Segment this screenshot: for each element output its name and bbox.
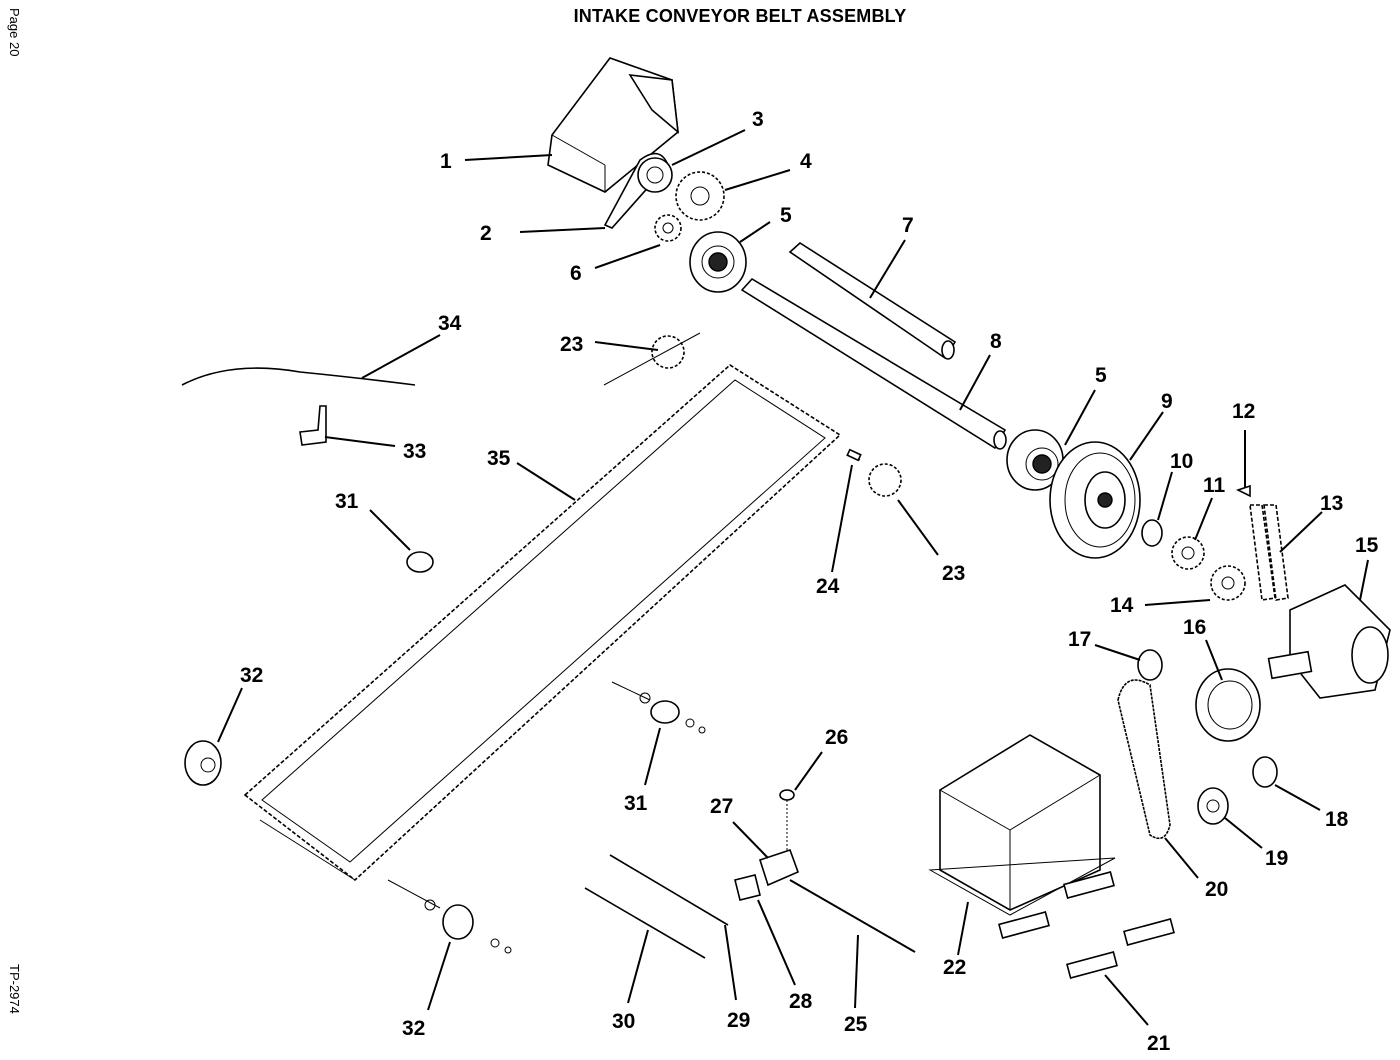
part-7-shaft bbox=[788, 241, 957, 360]
callout-28: 28 bbox=[789, 990, 813, 1013]
callout-13: 13 bbox=[1320, 492, 1343, 515]
callout-10: 10 bbox=[1170, 450, 1193, 473]
part-26-bolt bbox=[779, 789, 795, 850]
callout-26: 26 bbox=[825, 726, 848, 749]
part-21-mounting-block bbox=[998, 871, 1175, 979]
callout-23-upper: 23 bbox=[560, 333, 583, 356]
part-24-key bbox=[846, 448, 862, 462]
callout-4: 4 bbox=[800, 150, 812, 173]
part-17-bushing bbox=[1137, 649, 1163, 681]
part-11-sprocket bbox=[1171, 536, 1205, 570]
part-14-sprocket bbox=[1210, 565, 1246, 601]
part-25-rod bbox=[789, 879, 916, 953]
callout-27: 27 bbox=[710, 795, 733, 818]
part-28-block bbox=[734, 874, 761, 901]
part-29-tension-rod bbox=[609, 854, 729, 926]
part-18-bushing bbox=[1252, 756, 1278, 788]
part-5-bearing-upper bbox=[689, 231, 747, 293]
part-9-pulley bbox=[1049, 441, 1141, 559]
part-34-belt-wire bbox=[181, 367, 416, 386]
part-15-gearbox bbox=[1267, 584, 1391, 699]
page-title: INTAKE CONVEYOR BELT ASSEMBLY bbox=[573, 6, 907, 26]
part-19-small-pulley bbox=[1197, 787, 1229, 825]
part-31-idler-lower bbox=[611, 681, 706, 734]
part-10-bushing bbox=[1141, 519, 1163, 547]
part-30-tension-rod bbox=[584, 887, 706, 959]
callout-19: 19 bbox=[1265, 847, 1288, 870]
callout-29: 29 bbox=[727, 1009, 750, 1032]
callout-22: 22 bbox=[943, 956, 966, 979]
callout-7: 7 bbox=[902, 214, 914, 237]
callout-14: 14 bbox=[1110, 594, 1134, 617]
callout-25: 25 bbox=[844, 1013, 868, 1036]
part-32-idler-lower bbox=[387, 879, 512, 954]
callout-17: 17 bbox=[1068, 628, 1091, 651]
callout-15: 15 bbox=[1355, 534, 1379, 557]
part-20-timing-belt bbox=[1117, 679, 1171, 840]
callout-24: 24 bbox=[816, 575, 840, 598]
callout-1: 1 bbox=[440, 150, 452, 173]
part-35-conveyor-belt bbox=[243, 364, 842, 882]
part-13-roller-chain bbox=[1249, 504, 1289, 601]
part-33-bracket bbox=[299, 405, 327, 446]
callout-8: 8 bbox=[990, 330, 1002, 353]
callout-3: 3 bbox=[752, 108, 764, 131]
callout-31-upper: 31 bbox=[335, 490, 359, 513]
part-31-idler-upper bbox=[406, 551, 434, 573]
callout-23-lower: 23 bbox=[942, 562, 965, 585]
part-22-motor-box bbox=[928, 734, 1116, 916]
part-32-idler-left bbox=[184, 740, 222, 786]
part-4-sprocket bbox=[675, 171, 725, 221]
part-3-sprocket bbox=[637, 157, 673, 193]
callout-18: 18 bbox=[1325, 808, 1349, 831]
callout-35: 35 bbox=[487, 447, 511, 470]
callout-32-upper: 32 bbox=[240, 664, 263, 687]
part-6-sprocket bbox=[654, 214, 682, 242]
part-8-shaft bbox=[740, 277, 1007, 450]
part-27-clamp bbox=[758, 848, 800, 887]
callout-33: 33 bbox=[403, 440, 426, 463]
part-5-bearing-lower bbox=[1006, 429, 1064, 491]
callout-9: 9 bbox=[1161, 390, 1173, 413]
callout-11: 11 bbox=[1203, 474, 1226, 497]
callout-6: 6 bbox=[570, 262, 582, 285]
part-23-sprocket-lower bbox=[849, 454, 902, 497]
callout-34: 34 bbox=[438, 312, 462, 335]
callout-5-lower: 5 bbox=[1095, 364, 1107, 387]
leader-lines bbox=[217, 129, 1369, 1026]
callout-31-lower: 31 bbox=[624, 792, 648, 815]
callout-16: 16 bbox=[1183, 616, 1206, 639]
callout-21: 21 bbox=[1147, 1032, 1171, 1055]
callout-12: 12 bbox=[1232, 400, 1255, 423]
callout-labels: 1 2 3 4 5 6 7 8 5 9 10 11 12 13 14 15 16… bbox=[240, 108, 1379, 1055]
callout-20: 20 bbox=[1205, 878, 1228, 901]
part-16-timing-pulley bbox=[1195, 668, 1261, 742]
part-23-sprocket-upper bbox=[603, 332, 701, 386]
callout-2: 2 bbox=[480, 222, 492, 245]
callout-32-lower: 32 bbox=[402, 1017, 425, 1040]
callout-30: 30 bbox=[612, 1010, 635, 1033]
callout-5-upper: 5 bbox=[780, 204, 792, 227]
